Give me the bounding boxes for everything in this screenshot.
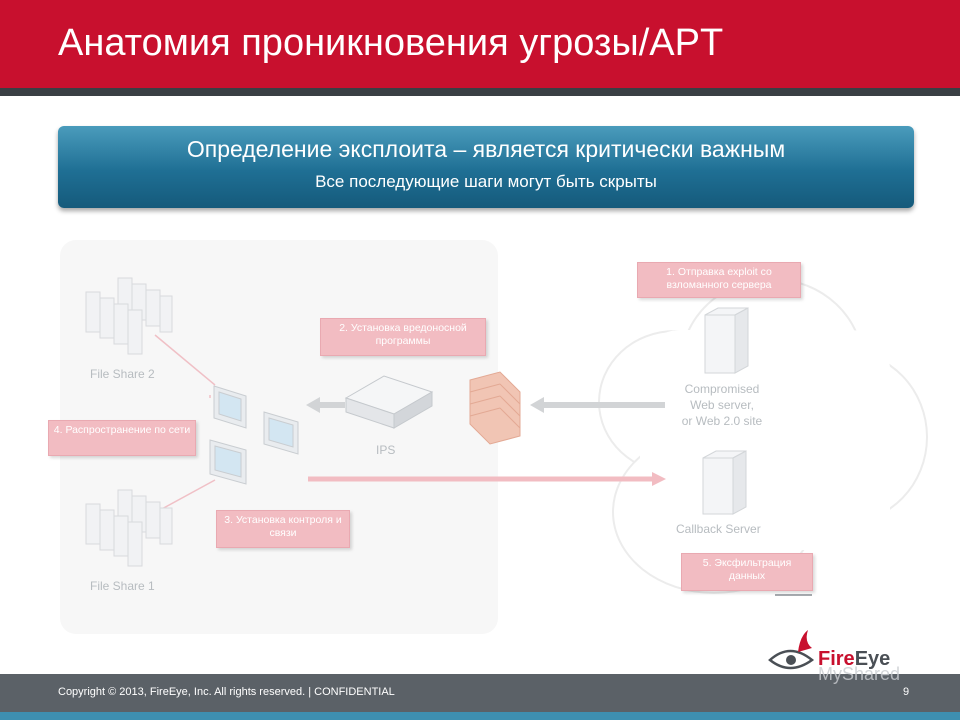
firewall-icon — [469, 371, 521, 445]
key-message-banner: Определение эксплоита – является критиче… — [58, 126, 914, 208]
callback-arrow-head — [652, 472, 666, 486]
compromised-label-line1: Compromised — [684, 382, 760, 396]
ips-appliance-icon — [344, 375, 434, 429]
exploit-arrow-head — [530, 397, 544, 413]
compromised-label-line2: Web server, — [690, 398, 754, 412]
logo-eye: Eye — [854, 648, 891, 670]
watermark-text: MyShared — [818, 664, 901, 684]
page-number: 9 — [903, 686, 910, 698]
title-divider — [0, 88, 960, 96]
file-share-2-label: File Share 2 — [90, 367, 155, 381]
compromised-label-line3: or Web 2.0 site — [681, 414, 763, 428]
fireeye-logo-icon — [768, 630, 815, 670]
link-line — [154, 334, 216, 386]
title-bar — [0, 0, 960, 88]
file-share-1-label: File Share 1 — [90, 579, 155, 593]
file-share-2-icon — [85, 277, 173, 355]
banner-main-text: Определение эксплоита – является критиче… — [186, 136, 786, 162]
footer-accent-bar — [0, 712, 960, 720]
ips-label: IPS — [376, 443, 396, 457]
callout-step-3: 3. Установка контроля и связи — [216, 510, 350, 548]
slide-title: Анатомия проникновения угрозы/APT — [58, 22, 724, 64]
footer-bar — [0, 674, 960, 712]
callout-step-5: 5. Эксфильтрация данных — [681, 553, 813, 591]
copyright-text: Copyright © 2013, FireEye, Inc. All righ… — [58, 686, 395, 698]
logo-fire: Fire — [818, 648, 855, 670]
callout-step-1: 1. Отправка exploit со взломанного серве… — [637, 262, 801, 298]
compromised-server-icon — [704, 307, 749, 374]
callout-step-4: 4. Распространение по сети — [48, 420, 196, 456]
callback-server-label: Callback Server — [676, 522, 761, 536]
callout-step-2: 2. Установка вредоносной программы — [320, 318, 486, 356]
fireeye-logo-text: FireEye — [818, 648, 890, 671]
ips-arrow-head — [306, 397, 320, 413]
link-line — [159, 479, 216, 511]
banner-sub-text: Все последующие шаги могут быть скрыты — [315, 172, 657, 191]
file-share-1-icon — [85, 489, 173, 567]
cloud-fill — [640, 330, 890, 550]
workstation-icon — [209, 385, 299, 485]
callback-server-icon — [702, 450, 747, 515]
